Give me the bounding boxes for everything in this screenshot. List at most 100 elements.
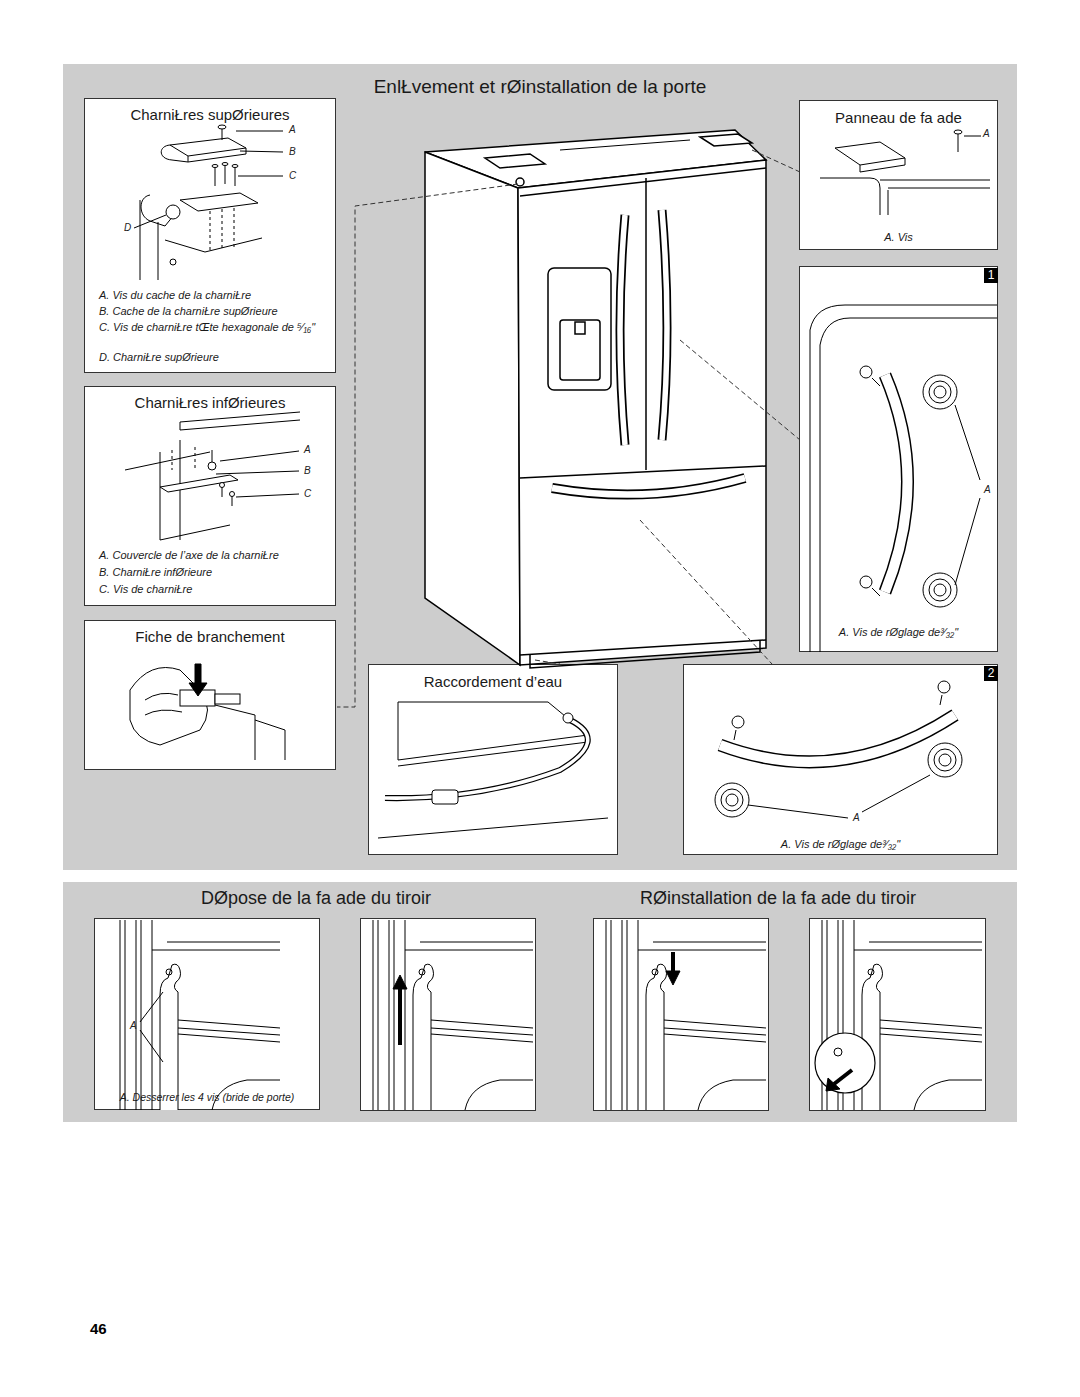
drawer-arrows: [834, 1048, 842, 1056]
upper-hinge-drawing: [170, 259, 176, 265]
callout-letter: D: [124, 222, 131, 234]
drawer-arrows: [826, 1078, 840, 1091]
fridge-drawing: [560, 320, 600, 380]
fridge-drawing: [530, 640, 760, 668]
handle-drawing-2: [721, 789, 743, 811]
upper-hinge-drawing: [188, 148, 246, 162]
lower-hinge-drawing: [230, 492, 235, 497]
handle-drawing-1: [810, 305, 997, 652]
illustration: [606, 920, 766, 1110]
handle-drawing-1: [885, 375, 908, 592]
handle-drawing-2: [726, 794, 738, 806]
handle-drawing-2: [939, 754, 951, 766]
fridge-drawing: [425, 152, 520, 665]
front-panel-drawing: [835, 142, 905, 165]
handle-drawing-1: [860, 366, 872, 378]
upper-hinge-drawing: [210, 208, 234, 250]
drawer-arrows: [398, 986, 402, 1045]
caption: A. Vis de rØglage de³⁄₃₂": [800, 625, 997, 639]
callout-letter: C: [304, 488, 311, 500]
handle-drawing-2: [720, 715, 955, 762]
upper-hinge-drawing: [134, 125, 283, 280]
fridge-drawing: [552, 478, 745, 495]
handle-drawing-1: [923, 375, 957, 409]
callout-letter: 2: [984, 666, 998, 681]
lower-hinge-drawing: [216, 451, 299, 497]
upper-hinge-drawing: [134, 215, 166, 228]
plug-drawing: [130, 664, 285, 760]
figure-box: A. Desserrer les 4 vis (bride de porte): [94, 918, 320, 1110]
caption: B. Cache de la charniŁre supØrieure: [99, 304, 319, 318]
lower-hinge-drawing: [125, 412, 300, 540]
upper-hinge-drawing: [165, 238, 262, 252]
heading: Panneau de fa ade: [800, 109, 997, 126]
front-panel-drawing: [820, 178, 990, 215]
callout-letter: A: [984, 484, 991, 496]
front-panel-drawing: [860, 158, 905, 172]
fridge-drawing: [662, 210, 667, 440]
caption: A. Vis de rØglage de³⁄₃₂": [684, 837, 997, 851]
handle-drawing-2: [715, 783, 749, 817]
plug-drawing: [215, 694, 240, 704]
leader-dashed: [752, 150, 800, 172]
callout-letter: B: [304, 465, 311, 477]
fridge-drawing: [520, 168, 766, 196]
lower-hinge-drawing: [180, 412, 300, 430]
leader-dashed: [640, 520, 772, 664]
drawer-arrows: [393, 975, 407, 989]
water-line-drawing: [398, 702, 588, 760]
caption: C. Vis de charniŁre tŒte hexagonale de ⁵…: [99, 320, 319, 334]
water-line-drawing: [398, 735, 588, 766]
handle-drawing-2: [934, 749, 956, 771]
drawer-arrows: [666, 971, 680, 985]
illustration: [373, 920, 533, 1110]
drawer-arrows: [815, 1033, 875, 1093]
fridge-drawing: [575, 322, 585, 334]
callout-letter: B: [289, 146, 296, 158]
upper-hinge-drawing: [222, 163, 228, 166]
caption: A. Vis: [800, 230, 997, 244]
figure-box: A. Vis de rØglage de³⁄₃₂": [799, 266, 998, 652]
upper-hinge-drawing: [140, 200, 158, 280]
page-number: 46: [90, 1320, 107, 1338]
upper-hinge-drawing: [236, 131, 283, 176]
upper-hinge-drawing: [161, 145, 188, 162]
leader-dashed: [680, 340, 800, 440]
drawer-arrows: [140, 952, 875, 1093]
water-line-drawing: [378, 818, 608, 838]
illustration: [120, 920, 280, 1110]
handle-drawing-2: [928, 743, 962, 777]
fridge-drawing: [520, 640, 766, 655]
water-line-drawing: [563, 713, 573, 723]
upper-hinge-drawing: [215, 164, 235, 186]
front-panel-drawing: [954, 130, 962, 134]
handle-drawing-1: [934, 584, 946, 596]
front-panel-drawing: [820, 130, 990, 215]
handle-drawing-1: [934, 386, 946, 398]
handle-drawing-1: [929, 381, 951, 403]
leader-dashed: [337, 184, 518, 707]
front-panel-drawing: [964, 136, 981, 137]
callout-letter: A: [130, 1020, 137, 1032]
handle-drawing-1: [923, 573, 957, 607]
upper-hinge-drawing: [212, 165, 218, 168]
heading: Raccordement d’eau: [369, 673, 617, 690]
fridge-drawing: [520, 466, 766, 478]
drawer-boxes: [361, 919, 536, 1111]
callout-letter: A: [304, 444, 311, 456]
heading: CharniŁres supØrieures: [85, 106, 335, 123]
lower-hinge-drawing: [125, 452, 210, 470]
handle-drawing-1: [955, 405, 980, 585]
water-line-drawing: [385, 720, 588, 798]
callout-letter: A: [983, 128, 990, 140]
fridge-drawing: [516, 178, 524, 186]
heading: DØpose de la fa ade du tiroir: [101, 888, 531, 909]
handle-drawing-2: [938, 681, 950, 693]
handle-drawing-2: [715, 681, 962, 818]
heading: EnlŁvement et rØinstallation de la porte: [63, 76, 1017, 98]
water-line-drawing: [385, 720, 588, 798]
fridge-drawing: [425, 130, 766, 668]
heading: Fiche de branchement: [85, 628, 335, 645]
upper-hinge-drawing: [170, 138, 246, 156]
lower-hinge-drawing: [160, 525, 230, 540]
